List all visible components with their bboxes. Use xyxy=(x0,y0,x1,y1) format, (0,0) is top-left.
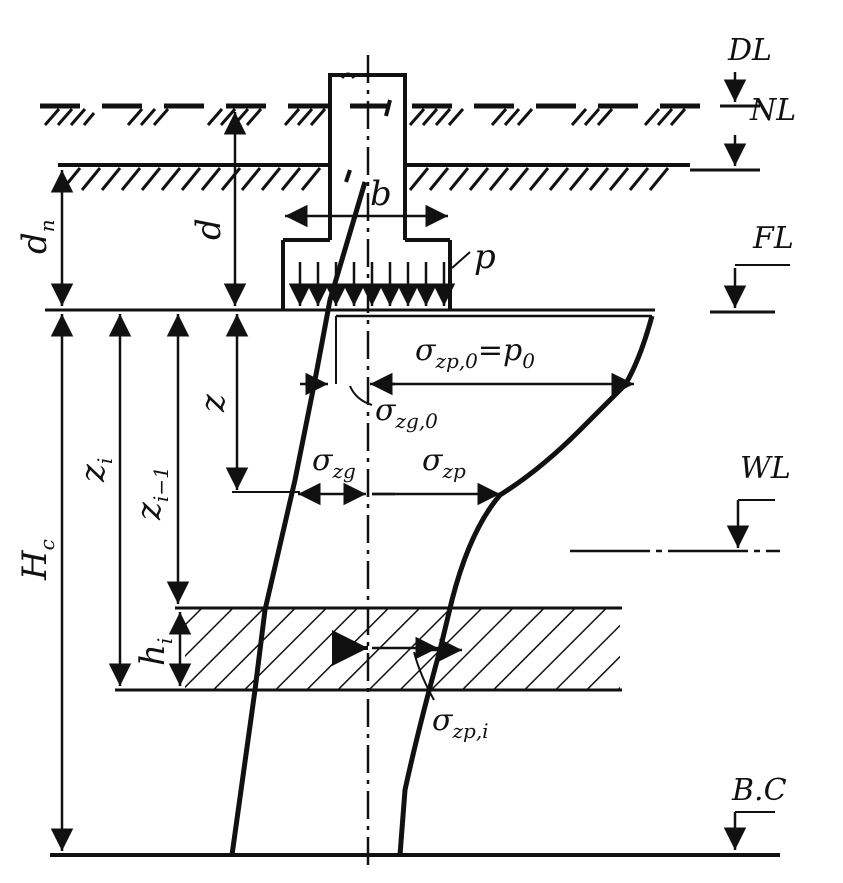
stress-arrows-z0 xyxy=(300,316,634,406)
additional-stress-curve xyxy=(397,315,655,856)
dim-zi: zi xyxy=(73,314,132,686)
svg-text:Hc: Hc xyxy=(15,539,59,581)
level-fl: FL xyxy=(710,221,794,314)
svg-text:z: z xyxy=(193,393,233,413)
svg-text:d: d xyxy=(189,218,229,240)
svg-text:hi: hi xyxy=(133,638,177,666)
svg-text:σzp,0=p0: σzp,0=p0 xyxy=(415,333,535,373)
label-sigma-zp: σzp xyxy=(422,443,466,483)
dim-zi-1: zi−1 xyxy=(129,314,190,604)
label-sigma-zpi: σzp,i xyxy=(432,703,489,743)
stress-arrows-zi xyxy=(332,630,462,701)
footing-width-label: b xyxy=(370,174,392,214)
svg-text:dn: dn xyxy=(15,219,59,254)
dim-d: d xyxy=(189,112,247,306)
natural-ground-line xyxy=(58,163,760,191)
svg-text:FL: FL xyxy=(752,221,794,256)
label-sigma-zp0: σzp,0=p0 xyxy=(415,333,535,373)
design-ground-line xyxy=(40,103,720,126)
label-sigma-zg: σzg xyxy=(312,443,356,483)
svg-text:NL: NL xyxy=(749,93,796,128)
level-bc: B.C xyxy=(723,773,787,850)
dim-z: z xyxy=(193,314,300,493)
level-nl: NL xyxy=(723,93,796,166)
svg-text:σzg: σzg xyxy=(312,443,356,483)
svg-text:WL: WL xyxy=(740,451,791,486)
svg-text:σzp,i: σzp,i xyxy=(432,703,489,743)
svg-text:σzg,0: σzg,0 xyxy=(375,393,438,433)
svg-text:σzp: σzp xyxy=(422,443,466,483)
dim-dn: dn xyxy=(15,170,74,306)
svg-text:B.C: B.C xyxy=(731,773,787,808)
dim-hc: Hc xyxy=(15,314,74,851)
svg-text:zi−1: zi−1 xyxy=(129,466,173,521)
level-dl: DL xyxy=(720,33,772,108)
svg-text:zi: zi xyxy=(73,458,117,483)
pressure-label: p xyxy=(474,237,496,277)
self-weight-stress-curve xyxy=(229,181,368,856)
dim-hi: hi xyxy=(133,612,192,686)
pressure-arrows: p xyxy=(288,237,496,306)
soil-layer-hatched xyxy=(115,606,622,692)
label-sigma-zg0: σzg,0 xyxy=(375,393,438,433)
level-wl: WL xyxy=(570,451,791,553)
footing-width-dimension: b xyxy=(285,174,448,228)
svg-text:DL: DL xyxy=(727,33,772,68)
